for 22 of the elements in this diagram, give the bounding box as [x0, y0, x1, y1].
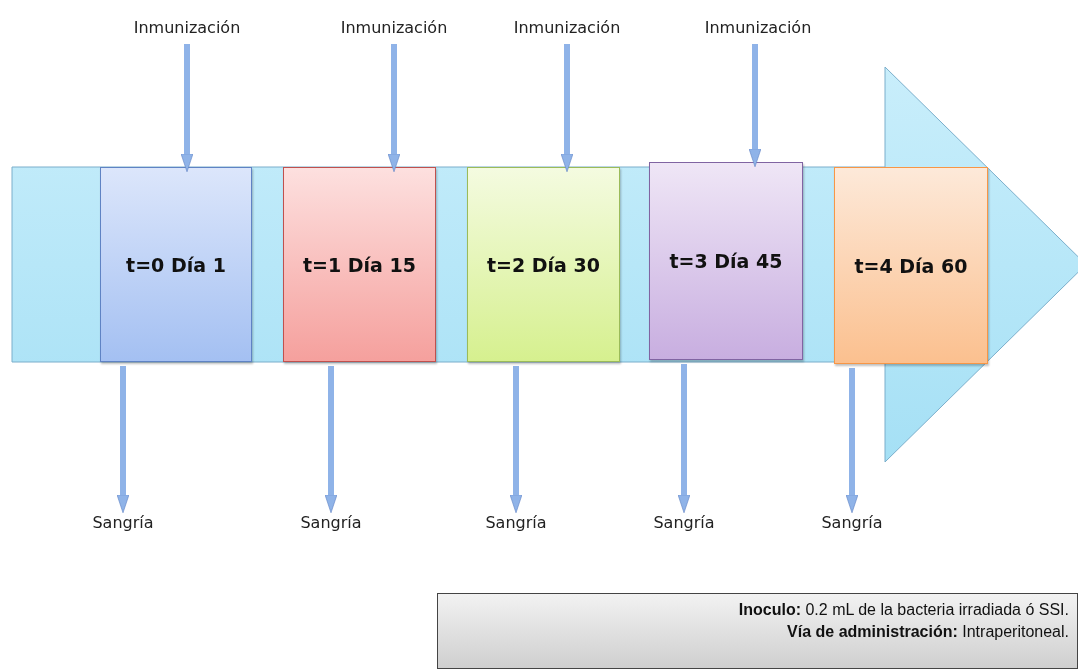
arrow — [677, 364, 691, 514]
bleeding-label: Sangría — [653, 512, 715, 532]
arrow — [324, 366, 338, 514]
bleeding-label: Sangría — [92, 512, 154, 532]
bleeding-label: Sangría — [300, 512, 362, 532]
bleeding-label: Sangría — [485, 512, 547, 532]
note-box — [437, 593, 1078, 669]
stage-box: t=4 Día 60 — [834, 167, 988, 364]
stage-box: t=0 Día 1 — [100, 167, 252, 362]
note-text: Inoculo: 0.2 mL de la bacteria irradiada ó SSI. — [738, 600, 1069, 620]
stage-box: t=3 Día 45 — [649, 162, 803, 360]
immunization-label: Inmunización — [340, 17, 448, 37]
stage-box: t=1 Día 15 — [283, 167, 436, 362]
stage-box: t=2 Día 30 — [467, 167, 620, 362]
immunization-label: Inmunización — [513, 17, 621, 37]
bleeding-label: Sangría — [821, 512, 883, 532]
immunization-label: Inmunización — [133, 17, 241, 37]
arrow — [116, 366, 130, 514]
note-text: Vía de administración: Intraperitoneal. — [787, 622, 1069, 642]
arrow — [560, 44, 574, 173]
immunization-label: Inmunización — [704, 17, 812, 37]
arrow — [387, 44, 401, 173]
